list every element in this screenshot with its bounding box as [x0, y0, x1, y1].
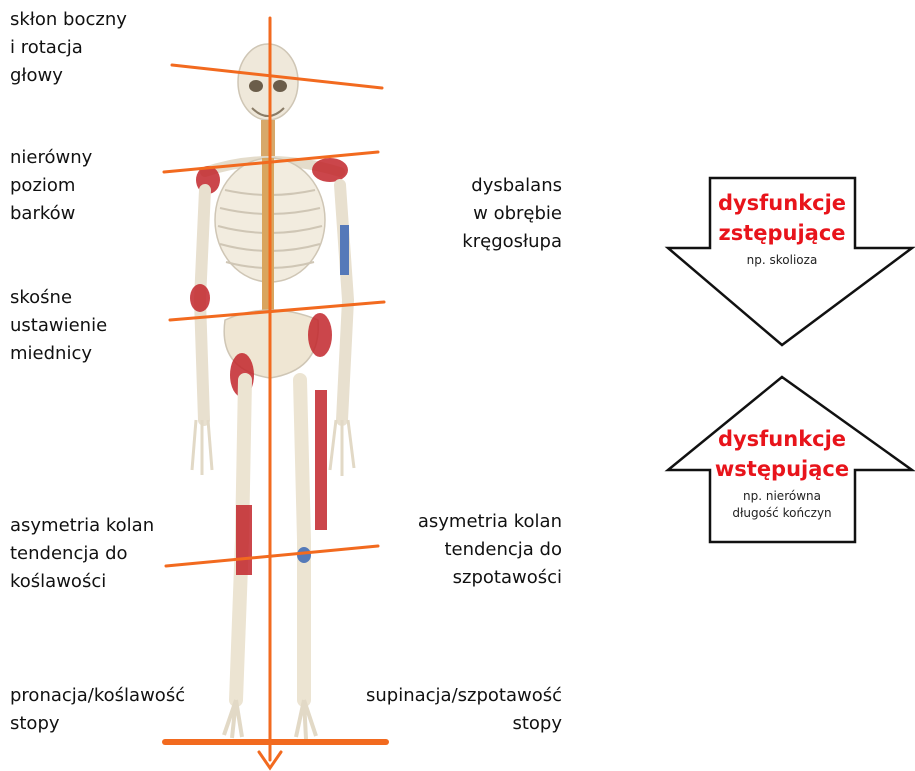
label-line: supinacja/szpotawość: [366, 682, 562, 710]
descending-title-line: zstępujące: [712, 218, 852, 248]
label-knee-varus: asymetria kolan tendencja do szpotawości: [418, 508, 562, 592]
label-head-tilt: skłon boczny i rotacja głowy: [10, 6, 127, 90]
ascending-example: długość kończyn: [712, 505, 852, 522]
label-line: poziom: [10, 172, 92, 200]
label-line: stopy: [366, 710, 562, 738]
knee-line: [166, 546, 378, 566]
descending-arrow-text: dysfunkcje zstępujące np. skolioza: [712, 188, 852, 269]
label-spine: dysbalans w obrębie kręgosłupa: [462, 172, 562, 256]
label-line: tendencja do: [10, 540, 154, 568]
label-line: tendencja do: [418, 536, 562, 564]
label-shoulders: nierówny poziom barków: [10, 144, 92, 228]
label-line: nierówny: [10, 144, 92, 172]
label-line: asymetria kolan: [10, 512, 154, 540]
label-line: asymetria kolan: [418, 508, 562, 536]
label-line: stopy: [10, 710, 185, 738]
ascending-example: np. nierówna: [712, 488, 852, 505]
ascending-arrow-text: dysfunkcje wstępujące np. nierówna długo…: [712, 424, 852, 522]
label-line: barków: [10, 200, 92, 228]
ascending-title-line: wstępujące: [712, 454, 852, 484]
ascending-title-line: dysfunkcje: [712, 424, 852, 454]
label-line: dysbalans: [462, 172, 562, 200]
label-line: pronacja/koślawość: [10, 682, 185, 710]
label-knee-valgus: asymetria kolan tendencja do koślawości: [10, 512, 154, 596]
label-line: i rotacja: [10, 34, 127, 62]
label-line: w obrębie: [462, 200, 562, 228]
descending-title-line: dysfunkcje: [712, 188, 852, 218]
label-foot-supination: supinacja/szpotawość stopy: [366, 682, 562, 738]
descending-example: np. skolioza: [712, 252, 852, 269]
label-line: miednicy: [10, 340, 107, 368]
label-line: szpotawości: [418, 564, 562, 592]
label-line: koślawości: [10, 568, 154, 596]
label-foot-pronation: pronacja/koślawość stopy: [10, 682, 185, 738]
label-line: głowy: [10, 62, 127, 90]
label-line: skośne: [10, 284, 107, 312]
label-pelvis: skośne ustawienie miednicy: [10, 284, 107, 368]
label-line: kręgosłupa: [462, 228, 562, 256]
label-line: ustawienie: [10, 312, 107, 340]
skeleton-illustration: [190, 44, 354, 739]
label-line: skłon boczny: [10, 6, 127, 34]
